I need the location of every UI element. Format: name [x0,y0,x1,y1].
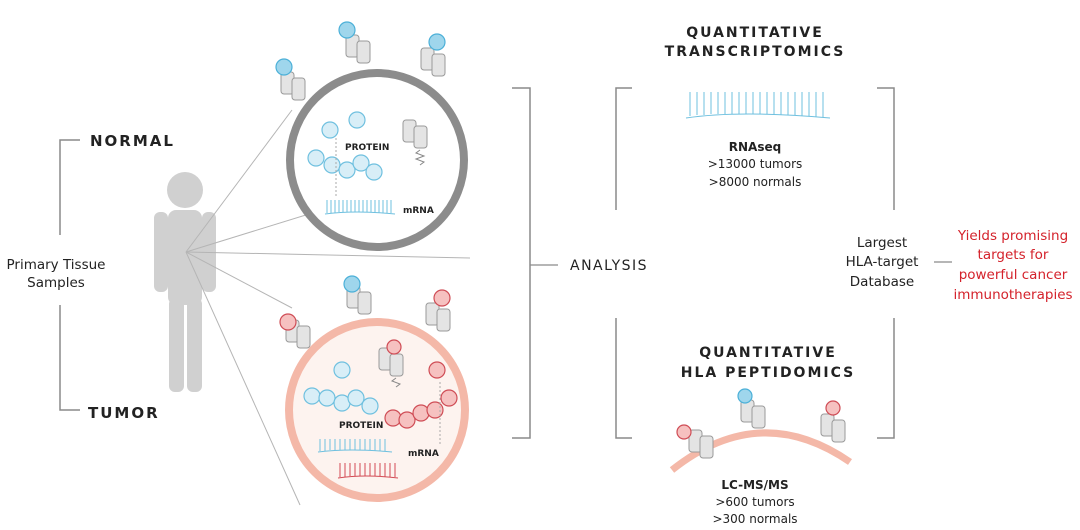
hla-cell-surface-icon [669,388,852,473]
normal-protein-cluster [307,111,383,181]
lcms-stat-tumors: >600 tumors [715,495,794,509]
left-panel: NORMAL TUMOR Primary Tissue Samples [7,109,471,506]
normal-surface-receptors [275,21,446,101]
lcms-method: LC-MS/MS [721,478,788,492]
normal-cell: PROTEIN mRNA [275,21,468,251]
rnaseq-stat-normals: >8000 normals [709,175,802,189]
tumor-mrna-red [337,463,399,479]
database-line2: HLA-target [846,254,919,270]
outcome-line3: powerful cancer [959,267,1068,283]
outcome-line2: targets for [978,247,1049,263]
normal-mrna-label: mRNA [403,206,434,216]
tumor-mrna-blue [317,439,393,453]
person-icon [154,172,216,392]
normal-mrna [324,200,396,215]
normal-protein-label: PROTEIN [345,143,389,153]
rnaseq-method: RNAseq [729,140,781,154]
peptidomics-title-line1: QUANTITATIVE [699,345,837,361]
zoom-lines [185,109,471,506]
normal-label: NORMAL [90,132,175,150]
tumor-protein-label: PROTEIN [339,421,383,431]
rnaseq-mrna-icon [685,92,831,119]
analysis-label: ANALYSIS [570,258,648,274]
tumor-red-protein-cluster [384,361,458,429]
database-line3: Database [850,274,914,290]
peptidomics-title-line2: HLA PEPTIDOMICS [681,365,855,381]
peptidomics-panel: QUANTITATIVE HLA PEPTIDOMICS LC-MS/MS >6… [615,318,895,526]
outcome-line1: Yields promising [957,228,1068,244]
database-line1: Largest [857,235,907,251]
tumor-bracket [59,305,80,411]
lcms-stat-normals: >300 normals [712,512,797,526]
tumor-cell: PROTEIN mRNA [279,275,469,502]
analysis-section: ANALYSIS [512,87,648,439]
transcriptomics-title-line1: QUANTITATIVE [686,25,824,41]
transcriptomics-title-line2: TRANSCRIPTOMICS [665,44,846,60]
transcriptomics-panel: QUANTITATIVE TRANSCRIPTOMICS RNAseq >130… [615,25,895,210]
normal-bracket [59,139,80,235]
outcome-block: Yields promising targets for powerful ca… [953,228,1072,303]
tissue-label-line1: Primary Tissue [7,257,106,273]
tumor-surface-receptors [279,275,451,349]
rnaseq-stat-tumors: >13000 tumors [708,157,803,171]
database-block: Largest HLA-target Database [846,235,952,290]
tumor-blue-protein-cluster [303,361,379,415]
outcome-line4: immunotherapies [953,287,1072,303]
tissue-label-line2: Samples [27,275,85,291]
tumor-mrna-label: mRNA [408,449,439,459]
tumor-label: TUMOR [88,404,160,422]
